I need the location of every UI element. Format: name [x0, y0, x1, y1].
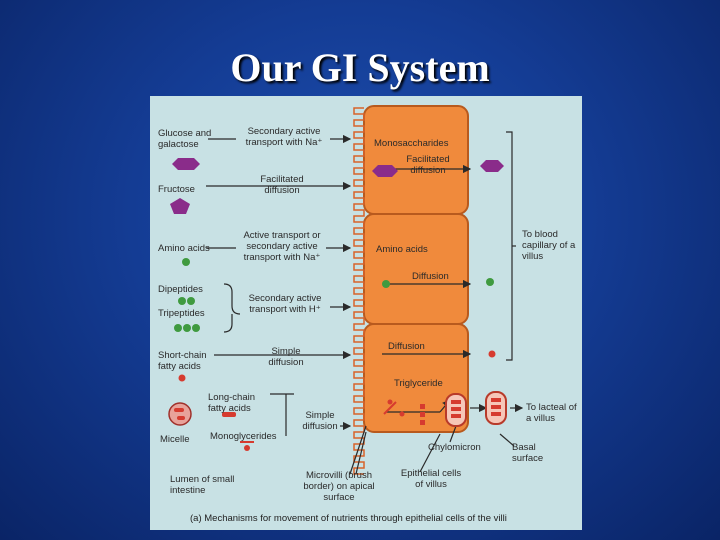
sugar-hexagon-icon — [172, 158, 200, 170]
simple-diffusion-label-2: Simple diffusion — [302, 410, 338, 432]
blood-amino-acid-icon — [486, 278, 494, 286]
blood-fatty-acid-icon — [488, 350, 496, 358]
short-chain-fatty-acid-icon — [178, 374, 186, 382]
monoglycerides-label: Monoglycerides — [210, 431, 277, 442]
cell-facilitated-diffusion-label: Facilitated diffusion — [406, 154, 450, 176]
to-lacteal-label: To lacteal of a villus — [526, 402, 577, 424]
chylomicron-label: Chylomicron — [428, 442, 481, 453]
diagram-graphics — [168, 105, 524, 475]
facilitated-diffusion-label: Facilitated diffusion — [260, 174, 304, 196]
slide-title: Our GI System — [230, 45, 490, 90]
cell-amino-acid-icon — [382, 280, 390, 288]
microvilli-brush-border — [353, 107, 365, 475]
simple-diffusion-label-1: Simple diffusion — [268, 346, 304, 368]
secondary-active-h-label: Secondary active transport with H⁺ — [248, 293, 322, 315]
glucose-galactose-label: Glucose and galactose — [158, 128, 212, 150]
cell-amino-acids-label: Amino acids — [376, 244, 428, 255]
triglyceride-label: Triglyceride — [394, 378, 443, 389]
monosaccharides-label: Monosaccharides — [374, 138, 449, 149]
lacteal-chylomicron-icon — [485, 391, 507, 425]
monoglyceride-icon — [240, 441, 254, 451]
figure-caption: (a) Mechanisms for movement of nutrients… — [190, 513, 507, 524]
epithelial-cells-label: Epithelial cells of villus — [400, 468, 462, 490]
active-or-secondary-label: Active transport or secondary active tra… — [243, 230, 321, 263]
short-chain-fatty-acids-label: Short-chain fatty acids — [158, 350, 207, 372]
to-blood-capillary-label: To blood capillary of a villus — [522, 229, 576, 262]
resynthesis-icon — [383, 399, 425, 425]
dipeptide-icon — [178, 297, 195, 305]
tripeptides-label: Tripeptides — [158, 308, 205, 319]
blood-sugar-icon — [480, 160, 504, 172]
lumen-label: Lumen of small intestine — [170, 474, 235, 496]
cell-diffusion-label-1: Diffusion — [412, 271, 449, 282]
nutrient-transport-figure: Glucose and galactose Fructose Amino aci… — [150, 96, 582, 530]
fructose-label: Fructose — [158, 184, 195, 195]
dipeptides-label: Dipeptides — [158, 284, 203, 295]
microvilli-label: Microvilli (brush border) on apical surf… — [303, 470, 375, 503]
long-chain-fatty-acids-label: Long-chain fatty acids — [208, 392, 256, 414]
micelle-label: Micelle — [160, 434, 190, 445]
epithelial-cells — [363, 105, 469, 433]
long-chain-fatty-acid-icon — [222, 412, 236, 417]
chylomicron-icon — [445, 393, 467, 427]
cell-diffusion-label-2: Diffusion — [388, 341, 425, 352]
transport-arrows — [206, 131, 524, 475]
fructose-pentagon-icon — [170, 198, 190, 214]
secondary-active-na-label: Secondary active transport with Na⁺ — [245, 126, 323, 148]
tripeptide-icon — [174, 324, 200, 332]
micelle-icon — [168, 402, 192, 426]
basal-surface-label: Basal surface — [512, 442, 544, 464]
amino-acid-icon — [182, 258, 190, 266]
amino-acids-label: Amino acids — [158, 243, 210, 254]
cell-sugar-icon — [372, 165, 398, 177]
